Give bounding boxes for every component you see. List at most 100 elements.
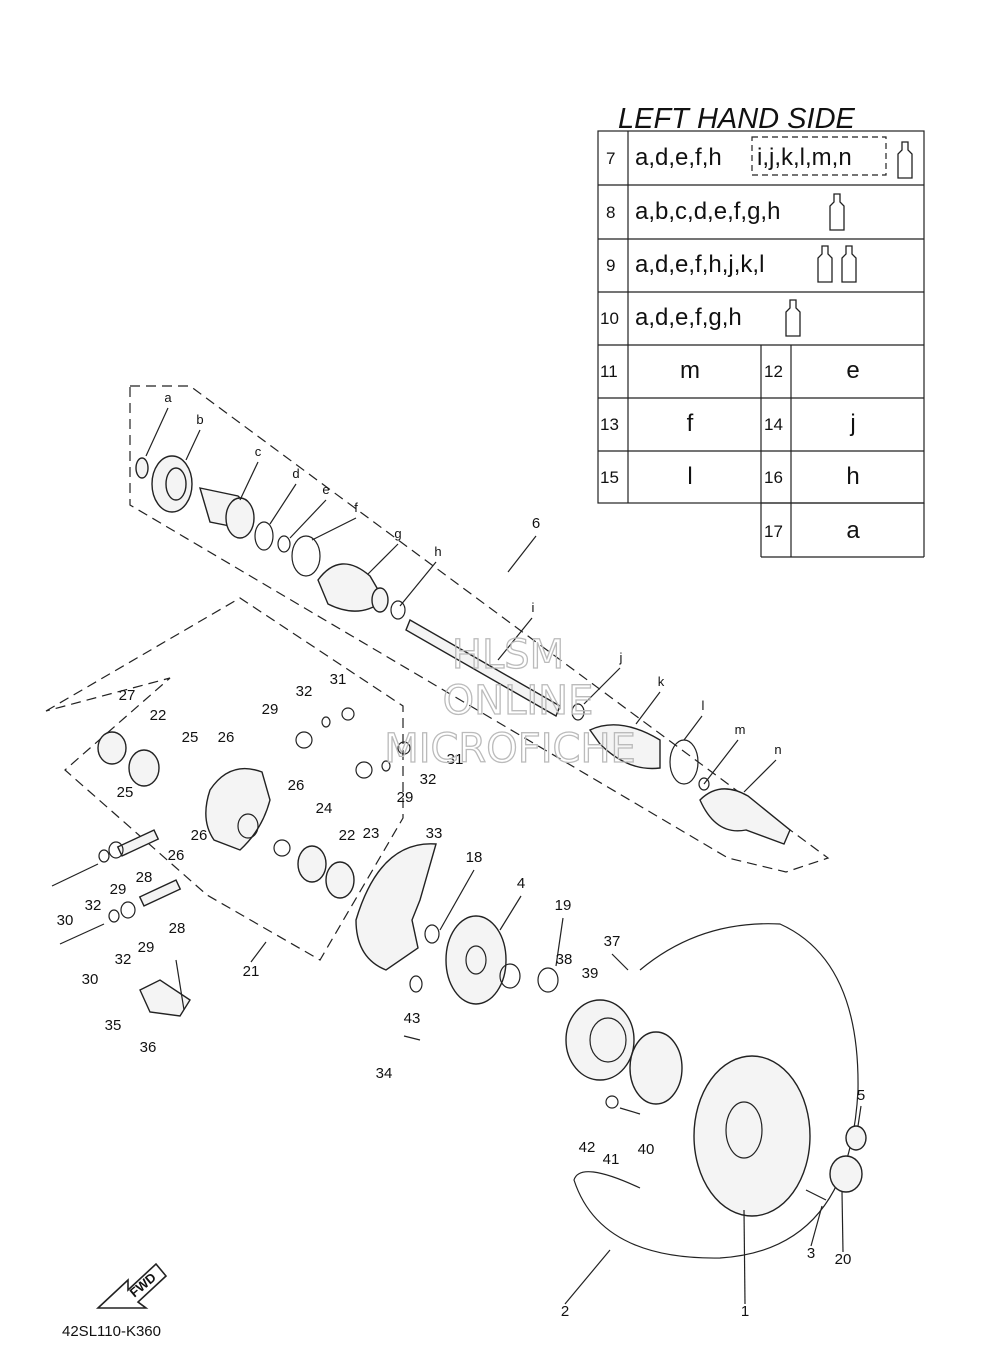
legend-pair-value: l: [687, 463, 692, 490]
leader-lines: [145, 407, 862, 1305]
callout-number: 28: [136, 869, 153, 886]
callout-number: 29: [138, 939, 155, 956]
callout-number: 2: [561, 1303, 569, 1320]
callout-number: 22: [339, 827, 356, 844]
callout-letter: n: [774, 742, 781, 757]
leader-line: [497, 617, 533, 661]
callout-number: 5: [857, 1087, 865, 1104]
callout-letter: g: [394, 526, 401, 541]
callout-number: 32: [296, 683, 313, 700]
callout-number: 31: [447, 751, 464, 768]
callout-number: 29: [262, 701, 279, 718]
legend-row-value: a,d,e,f,g,h: [635, 304, 742, 331]
legend-row-value: a,d,e,f,h,j,k,l: [635, 251, 764, 278]
leader-line: [683, 715, 703, 741]
callout-number: 1: [741, 1303, 749, 1320]
leader-line: [564, 1249, 611, 1305]
legend-row-number: 8: [606, 203, 615, 222]
leader-line: [399, 561, 437, 607]
callout-number: 4: [517, 875, 525, 892]
legend-pair-number: 17: [764, 522, 783, 541]
callout-number: 26: [191, 827, 208, 844]
callout-letter: l: [702, 698, 705, 713]
callout-letter: k: [658, 674, 665, 689]
callout-number: 38: [556, 951, 573, 968]
callout-number: 19: [555, 897, 572, 914]
grease-tube-icon: [829, 193, 845, 231]
callout-number: 30: [57, 912, 74, 929]
callout-number: 35: [105, 1017, 122, 1034]
callout-number: 34: [376, 1065, 393, 1082]
legend-row-value: a,d,e,f,h: [635, 144, 722, 171]
callout-number: 42: [579, 1139, 596, 1156]
callout-number: 43: [404, 1010, 421, 1027]
leader-line: [810, 1205, 823, 1247]
callout-number: 25: [117, 784, 134, 801]
leader-line: [439, 869, 475, 931]
leader-line: [239, 461, 259, 501]
driveshaft-parts: [135, 455, 791, 845]
callout-number: 24: [316, 800, 333, 817]
leader-line: [857, 1105, 862, 1127]
leader-line: [507, 535, 537, 573]
callout-letter: i: [532, 600, 535, 615]
grease-tube-icon: [841, 245, 857, 283]
leader-line: [145, 407, 169, 457]
callout-letter: j: [619, 650, 623, 665]
legend-pair-number: 13: [600, 415, 619, 434]
callout-number: 39: [582, 965, 599, 982]
callout-number: 32: [115, 951, 132, 968]
legend-title: LEFT HAND SIDE: [618, 103, 856, 135]
legend-row-number: 9: [606, 256, 615, 275]
callout-number: 6: [532, 515, 540, 532]
leader-line: [841, 1191, 844, 1253]
legend-pair-number: 14: [764, 415, 783, 434]
leader-line: [269, 483, 297, 525]
leader-line: [555, 917, 564, 967]
callout-number: 32: [85, 897, 102, 914]
callout-letter: b: [196, 412, 203, 427]
leader-line: [743, 759, 777, 793]
callout-number: 26: [218, 729, 235, 746]
legend-pair-value: j: [849, 410, 855, 437]
callout-number: 26: [288, 777, 305, 794]
legend-row-value: a,b,c,d,e,f,g,h: [635, 198, 780, 225]
callout-number: 18: [466, 849, 483, 866]
legend-table: LEFT HAND SIDE 7 a,d,e,f,h i,j,k,l,m,n 8…: [597, 103, 925, 558]
leader-line: [367, 543, 399, 575]
knuckle-parts: [51, 707, 411, 1017]
legend-pair-number: 16: [764, 468, 783, 487]
callout-number: 22: [150, 707, 167, 724]
callout-number: 21: [243, 963, 260, 980]
fwd-arrow: FWD: [95, 1262, 168, 1309]
leader-line: [635, 691, 661, 725]
fwd-arrow-icon: [95, 1262, 168, 1309]
legend-pair-number: 12: [764, 362, 783, 381]
callout-number: 29: [110, 881, 127, 898]
assembly-outlines: [45, 385, 830, 961]
callout-letter: d: [292, 466, 299, 481]
legend-pair-value: h: [846, 463, 859, 490]
diagram-code: 42SL110-K360: [62, 1323, 161, 1340]
legend-pair-value: a: [846, 517, 860, 544]
grease-tube-icon: [785, 299, 801, 337]
leader-line: [583, 667, 621, 705]
watermark-line: HLSM: [452, 632, 564, 678]
callout-number: 41: [603, 1151, 620, 1168]
callout-number: 27: [119, 687, 136, 704]
legend-pair-number: 15: [600, 468, 619, 487]
callout-number: 29: [397, 789, 414, 806]
callout-number: 3: [807, 1245, 815, 1262]
leader-line: [743, 1209, 746, 1305]
callout-number: 28: [169, 920, 186, 937]
callout-letter: f: [354, 500, 358, 515]
leader-line: [289, 499, 327, 539]
leader-line: [250, 941, 267, 963]
callout-number: 37: [604, 933, 621, 950]
leader-line: [499, 895, 522, 931]
grease-tube-icon: [897, 141, 913, 179]
legend-row-number: 10: [600, 309, 619, 328]
callout-letter: c: [255, 444, 262, 459]
